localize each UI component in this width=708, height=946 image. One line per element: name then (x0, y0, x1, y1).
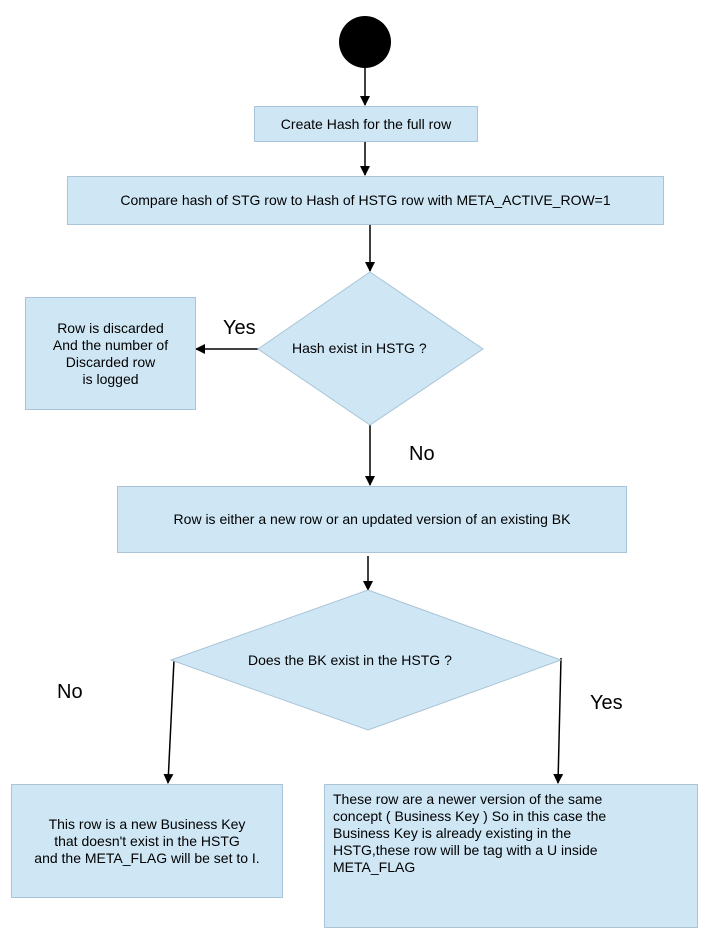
hash-yes-label: Yes (223, 317, 256, 339)
new-or-updated-box: Row is either a new row or an updated ve… (117, 486, 627, 553)
compare-hash-text: Compare hash of STG row to Hash of HSTG … (120, 192, 611, 208)
new-bk-text: This row is a new Business Key that does… (34, 815, 260, 866)
start-node (339, 16, 391, 68)
arrow-bk-no-to-new-bk (163, 659, 175, 784)
hash-decision-text: Hash exist in HSTG ? (292, 340, 427, 356)
create-hash-text: Create Hash for the full row (280, 115, 452, 132)
discarded-box: Row is discarded And the number of Disca… (25, 297, 196, 410)
newer-version-text: These row are a newer version of the sam… (333, 791, 607, 875)
bk-decision-diamond (169, 589, 563, 731)
hash-no-label: No (409, 443, 435, 465)
newer-version-box: These row are a newer version of the sam… (324, 784, 698, 928)
discarded-text: Row is discarded And the number of Disca… (52, 319, 169, 387)
compare-hash-box: Compare hash of STG row to Hash of HSTG … (67, 176, 664, 225)
hash-decision-diamond (257, 271, 484, 426)
new-bk-box: This row is a new Business Key that does… (11, 784, 283, 898)
new-or-updated-text: Row is either a new row or an updated ve… (173, 511, 571, 527)
arrow-bk-yes-to-newer-version (553, 657, 564, 784)
bk-decision-text: Does the BK exist in the HSTG ? (248, 652, 452, 668)
bk-no-label: No (57, 681, 83, 703)
create-hash-box: Create Hash for the full row (254, 106, 478, 142)
bk-yes-label: Yes (590, 692, 623, 714)
